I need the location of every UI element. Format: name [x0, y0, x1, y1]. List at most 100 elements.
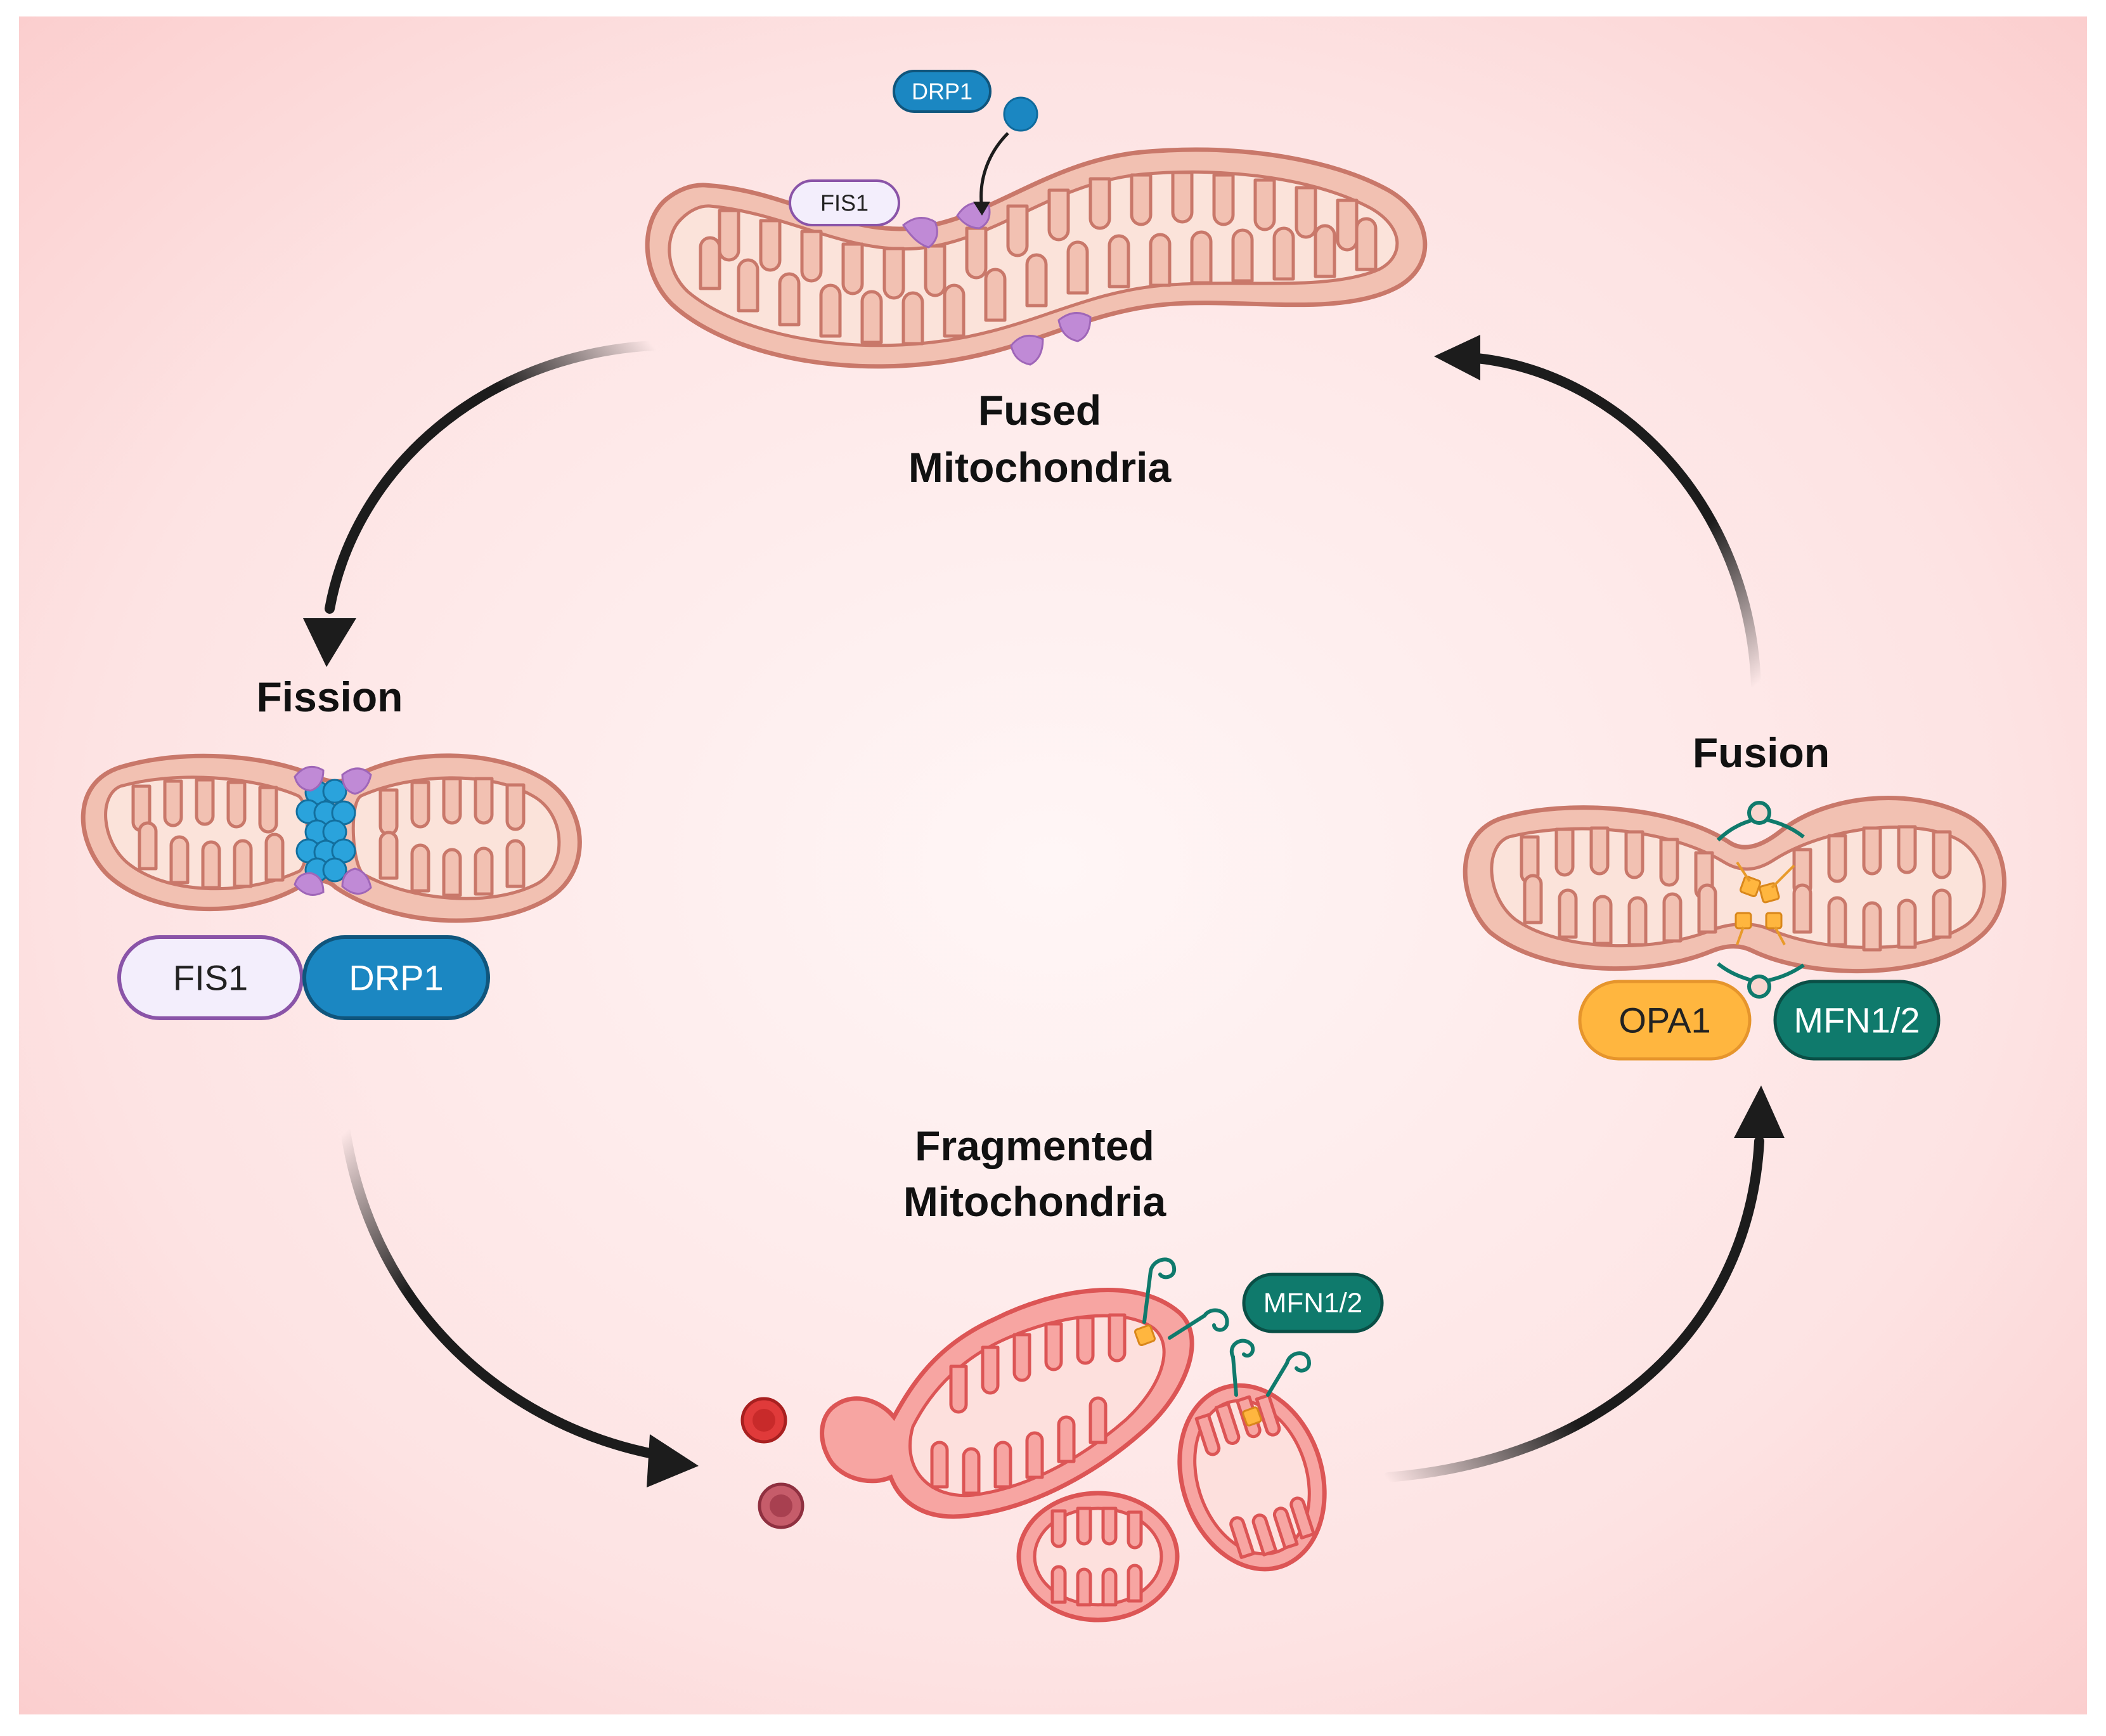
- crista-fold: [1827, 834, 1847, 883]
- crista-fold: [1792, 883, 1812, 934]
- crista-fold: [1932, 888, 1952, 939]
- arrow-head-fused: [1434, 335, 1480, 380]
- fission-fis1-label: FIS1: [173, 958, 248, 998]
- crista-fold: [1272, 1506, 1299, 1550]
- crista-fold: [737, 258, 759, 313]
- crista-fold: [505, 783, 526, 831]
- drp1-bead: [322, 857, 347, 883]
- fusion-opa1-tag: OPA1: [1578, 980, 1752, 1061]
- crista-fold: [1108, 234, 1130, 288]
- crista-fold: [378, 831, 399, 880]
- crista-fold: [1523, 874, 1543, 924]
- drp1-particle: [1003, 96, 1038, 132]
- crista-fold: [962, 1447, 981, 1495]
- debris-particle-core: [753, 1409, 775, 1432]
- crista-fold: [1554, 827, 1575, 877]
- crista-fold: [163, 779, 183, 827]
- fused-mitochondrion: DRP1 FIS1: [645, 70, 1428, 369]
- crista-fold: [474, 846, 494, 896]
- fis1-protein: [901, 217, 938, 249]
- fis1-proteins: [901, 202, 1092, 366]
- opa1-protein: [1134, 1324, 1156, 1347]
- small-fragment-cristae: [1050, 1506, 1143, 1607]
- crista-fold: [1127, 1510, 1143, 1550]
- crista-fold: [1624, 830, 1644, 879]
- top-fis1-label: FIS1: [820, 190, 869, 216]
- crista-fold: [759, 219, 782, 272]
- crista-fold: [699, 236, 721, 290]
- crista-fold: [930, 1441, 949, 1489]
- crista-fold: [924, 244, 946, 297]
- crista-fold: [1897, 825, 1917, 874]
- debris-particle-core: [770, 1494, 792, 1517]
- fission-drp1-label: DRP1: [349, 958, 443, 998]
- crista-fold: [264, 832, 285, 882]
- crista-fold: [1272, 226, 1295, 281]
- crista-fold: [1127, 1564, 1143, 1603]
- crista-fold: [860, 290, 883, 344]
- crista-fold: [1229, 1516, 1255, 1559]
- fission-fis1-proteins: [294, 765, 372, 896]
- crista-fold: [1047, 188, 1070, 242]
- fis1-protein: [341, 767, 372, 795]
- crista-fold: [1212, 173, 1235, 226]
- crista-fold: [1089, 177, 1111, 230]
- opa1-protein: [1765, 912, 1783, 930]
- crista-fold: [1044, 1322, 1063, 1371]
- crista-fold: [1025, 1431, 1044, 1479]
- fragment-mfn-tag: MFN1/2: [1242, 1273, 1384, 1333]
- crista-fold: [949, 1364, 968, 1414]
- opa1-protein: [1759, 882, 1780, 904]
- crista-fold: [1662, 892, 1683, 943]
- crista-fold: [1897, 898, 1917, 949]
- crista-fold: [965, 226, 988, 280]
- drp1-ring: [295, 779, 356, 883]
- fusion-mfn-label: MFN1/2: [1793, 1001, 1920, 1040]
- cycle-arrows: [303, 335, 1785, 1487]
- fusion-cristae: [1520, 825, 1952, 952]
- crista-fold: [1659, 838, 1679, 887]
- top-fis1-tag: FIS1: [789, 179, 900, 226]
- crista-fold: [1355, 217, 1378, 271]
- crista-fold: [819, 283, 842, 338]
- fis1-protein: [294, 872, 325, 896]
- crista-fold: [169, 835, 190, 884]
- fusion-mitochondrion: [1463, 796, 2006, 999]
- fragment-mfn-hooks: [1142, 1257, 1312, 1397]
- crista-fold: [841, 242, 864, 295]
- fission-mitochondrion: [81, 753, 582, 923]
- crista-fold: [1012, 1333, 1031, 1382]
- crista-fold: [1295, 186, 1317, 239]
- opa1-protein: [1739, 875, 1762, 898]
- crista-fold: [1255, 1394, 1281, 1437]
- crista-fold: [1076, 1567, 1092, 1607]
- fusion-mito-matrix: [1490, 826, 1986, 949]
- fused-label-line2: Mitochondria: [908, 444, 1172, 491]
- crista-fold: [1006, 204, 1029, 257]
- crista-fold: [226, 781, 247, 829]
- large-fragment-cristae: [930, 1313, 1127, 1495]
- arrow-fragmented-to-fusion: [1383, 1136, 1764, 1482]
- crista-fold: [1253, 178, 1276, 231]
- top-drp1-label: DRP1: [912, 79, 972, 105]
- crista-fold: [442, 848, 462, 897]
- mfn-tethers: [1716, 801, 1805, 999]
- arrow-fusion-to-fused: [1472, 353, 1761, 690]
- crista-fold: [1076, 1506, 1092, 1546]
- crista-fold: [778, 272, 801, 327]
- opa1-protein: [1242, 1406, 1262, 1427]
- crista-fold: [1089, 1396, 1108, 1444]
- fis1-protein: [1010, 334, 1044, 366]
- crista-fold: [1932, 830, 1952, 879]
- fis1-protein: [1057, 312, 1092, 342]
- fusion-opa1-label: OPA1: [1618, 1001, 1710, 1040]
- crista-fold: [1101, 1506, 1118, 1546]
- fusion-mfn-tag: MFN1/2: [1773, 980, 1941, 1061]
- fragmented-label-line1: Fragmented: [915, 1122, 1154, 1169]
- crista-fold: [1627, 896, 1648, 947]
- crista-fold: [1101, 1567, 1118, 1607]
- fis1-protein: [341, 867, 372, 895]
- fused-cristae: [699, 171, 1378, 346]
